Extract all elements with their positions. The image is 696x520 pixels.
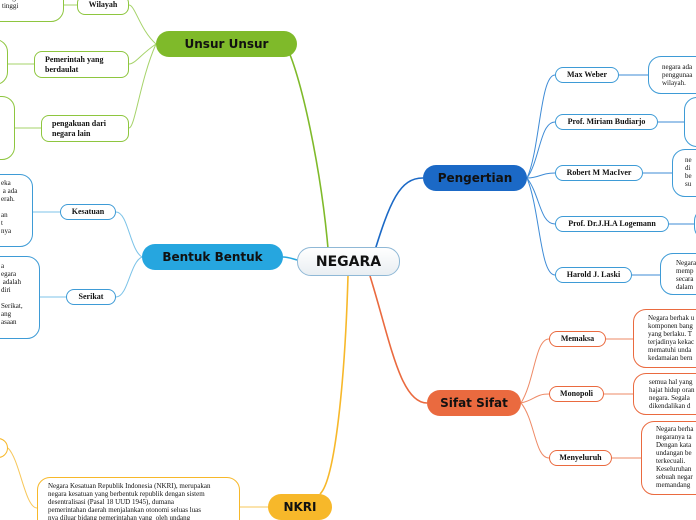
note-text: a egara adalah diri Serikat, ang asaan [1, 262, 23, 326]
subtopic-label: Menyeluruh [559, 453, 602, 462]
note-serikat[interactable]: a egara adalah diri Serikat, ang asaan [0, 256, 40, 339]
note-nkri-definition[interactable]: Negara Kesatuan Republik Indonesia (NKRI… [37, 477, 240, 520]
note-wilayah[interactable]: ayah yang i negara tinggi [0, 0, 64, 22]
link-center-nkri [319, 275, 349, 495]
subtopic-pemerintah-berdaulat[interactable]: Pemerintah yang berdaulat [34, 51, 129, 78]
link-center-unsur [284, 43, 330, 261]
subtopic-label: Harold J. Laski [566, 270, 621, 279]
topic-sifat-sifat[interactable]: Sifat Sifat [427, 390, 521, 416]
link-center-pengertian [371, 177, 424, 261]
note-text: semua hal yang hajat hidup oran negara. … [649, 378, 695, 410]
subtopic-wilayah[interactable]: Wilayah [77, 0, 129, 15]
note-monopoli[interactable]: semua hal yang hajat hidup oran negara. … [633, 373, 696, 415]
topic-label: Pengertian [437, 171, 513, 185]
note-text: Negara memp secara dalam [676, 259, 696, 291]
subtopic-serikat[interactable]: Serikat [66, 289, 116, 305]
subtopic-max-weber[interactable]: Max Weber [555, 67, 619, 83]
note-robert-maciver[interactable]: ne di be su [672, 149, 696, 197]
note-text: negara ada penggunaa wilayah. [662, 63, 693, 87]
subtopic-memaksa[interactable]: Memaksa [549, 331, 606, 347]
subtopic-monopoli[interactable]: Monopoli [549, 386, 604, 402]
note-text: Negara berhak u komponen bang yang berla… [648, 314, 695, 362]
topic-label: Unsur Unsur [184, 37, 269, 51]
subtopic-miriam-budiarjo[interactable]: Prof. Miriam Budiarjo [555, 114, 658, 130]
subtopic-label: Memaksa [560, 334, 595, 343]
note-menyeluruh[interactable]: Negara berha negaranya ta Dengan kata un… [641, 421, 696, 495]
topic-label: Sifat Sifat [440, 396, 508, 410]
subtopic-label: Wilayah [88, 0, 118, 9]
subtopic-label: Kesatuan [71, 207, 105, 216]
note-text: ayah yang i negara tinggi [2, 0, 24, 10]
topic-nkri[interactable]: NKRI [268, 494, 332, 520]
note-text: Negara Kesatuan Republik Indonesia (NKRI… [48, 482, 211, 520]
note-miriam-budiarjo[interactable] [684, 97, 696, 147]
subtopic-label: Prof. Dr.J.H.A Logemann [568, 219, 656, 228]
subtopic-label: Robert M MacIver [566, 168, 632, 177]
subtopic-harold-laski[interactable]: Harold J. Laski [555, 267, 632, 283]
subtopic-label: Monopoli [560, 389, 593, 398]
note-kesatuan[interactable]: eka a ada erah. an t nya [0, 174, 33, 247]
central-topic-negara[interactable]: NEGARA [297, 247, 400, 276]
subtopic-kesatuan[interactable]: Kesatuan [60, 204, 116, 220]
note-memaksa[interactable]: Negara berhak u komponen bang yang berla… [633, 309, 696, 368]
link-center-bentuk [282, 256, 298, 261]
subtopic-pengakuan-negara-lain[interactable]: pengakuan dari negara lain [41, 115, 129, 142]
subtopic-label: Prof. Miriam Budiarjo [567, 117, 646, 126]
subtopic-label: pengakuan dari negara lain [52, 118, 107, 138]
note-text: Negara berha negaranya ta Dengan kata un… [656, 425, 694, 489]
note-max-weber[interactable]: negara ada penggunaa wilayah. [648, 56, 696, 94]
topic-unsur-unsur[interactable]: Unsur Unsur [156, 31, 297, 57]
subtopic-label: Max Weber [566, 70, 608, 79]
subtopic-label: Pemerintah yang berdaulat [45, 54, 104, 74]
topic-label: NKRI [283, 500, 317, 514]
topic-bentuk-bentuk[interactable]: Bentuk Bentuk [142, 244, 283, 270]
note-pengakuan[interactable] [0, 96, 15, 160]
link-center-sifat [369, 275, 428, 404]
subtopic-logemann[interactable]: Prof. Dr.J.H.A Logemann [555, 216, 669, 232]
topic-pengertian[interactable]: Pengertian [423, 165, 527, 191]
note-text: ne di be su [685, 156, 692, 188]
topic-label: Bentuk Bentuk [162, 250, 263, 264]
note-harold-laski[interactable]: Negara memp secara dalam [660, 253, 696, 295]
note-text: eka a ada erah. an t nya [1, 179, 18, 235]
central-topic-label: NEGARA [315, 253, 382, 270]
subtopic-menyeluruh[interactable]: Menyeluruh [549, 450, 612, 466]
subtopic-label: Serikat [78, 292, 104, 301]
subtopic-robert-maciver[interactable]: Robert M MacIver [555, 165, 643, 181]
